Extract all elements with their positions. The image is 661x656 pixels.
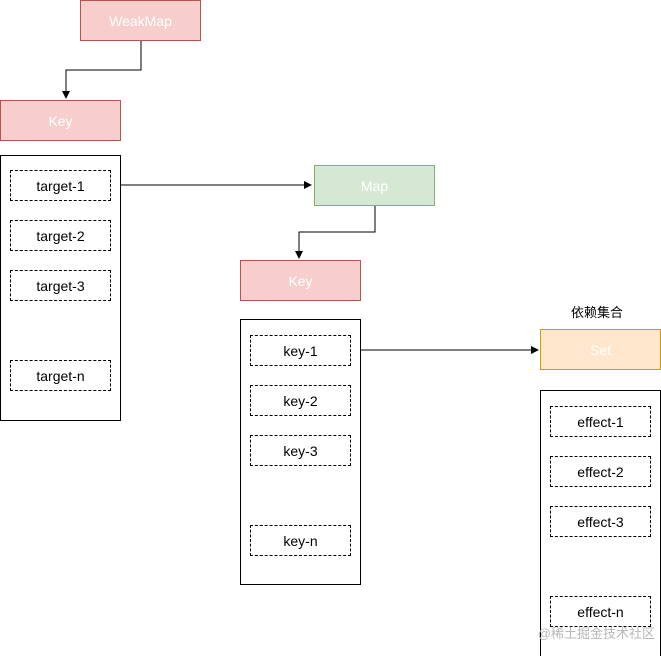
effect-list: effect-1 effect-2 effect-3 effect-n <box>540 390 661 656</box>
set-node: Set <box>540 329 661 370</box>
key-item: key-2 <box>250 385 351 416</box>
watermark: @稀土掘金技术社区 <box>537 626 655 641</box>
target-item: target-1 <box>10 170 111 201</box>
key-header: Key <box>240 260 361 301</box>
effect-item: effect-3 <box>550 506 651 537</box>
map-to-key-arrow <box>295 205 376 259</box>
effect-item: effect-2 <box>550 456 651 487</box>
key-header-label: Key <box>288 272 313 289</box>
key-item: key-1 <box>250 335 351 366</box>
map-label: Map <box>360 177 389 194</box>
key-item: key-n <box>250 525 351 556</box>
effect-item: effect-n <box>550 596 651 627</box>
key-item: key-3 <box>250 435 351 466</box>
target-item: target-3 <box>10 270 111 301</box>
target-item: target-2 <box>10 220 111 251</box>
target-list: target-1 target-2 target-3 target-n <box>0 155 121 421</box>
effect-item: effect-1 <box>550 406 651 437</box>
map-node: Map <box>314 165 435 206</box>
dependency-set-caption: 依赖集合 <box>571 305 624 320</box>
weakmap-node: WeakMap <box>80 0 201 41</box>
target-key-header-label: Key <box>48 112 73 129</box>
weakmap-label: WeakMap <box>109 12 172 29</box>
set-label: Set <box>589 341 611 358</box>
weakmap-to-key-arrow <box>62 40 142 99</box>
target-key-header: Key <box>0 100 121 141</box>
target-item: target-n <box>10 360 111 391</box>
key-list: key-1 key-2 key-3 key-n <box>240 319 361 585</box>
